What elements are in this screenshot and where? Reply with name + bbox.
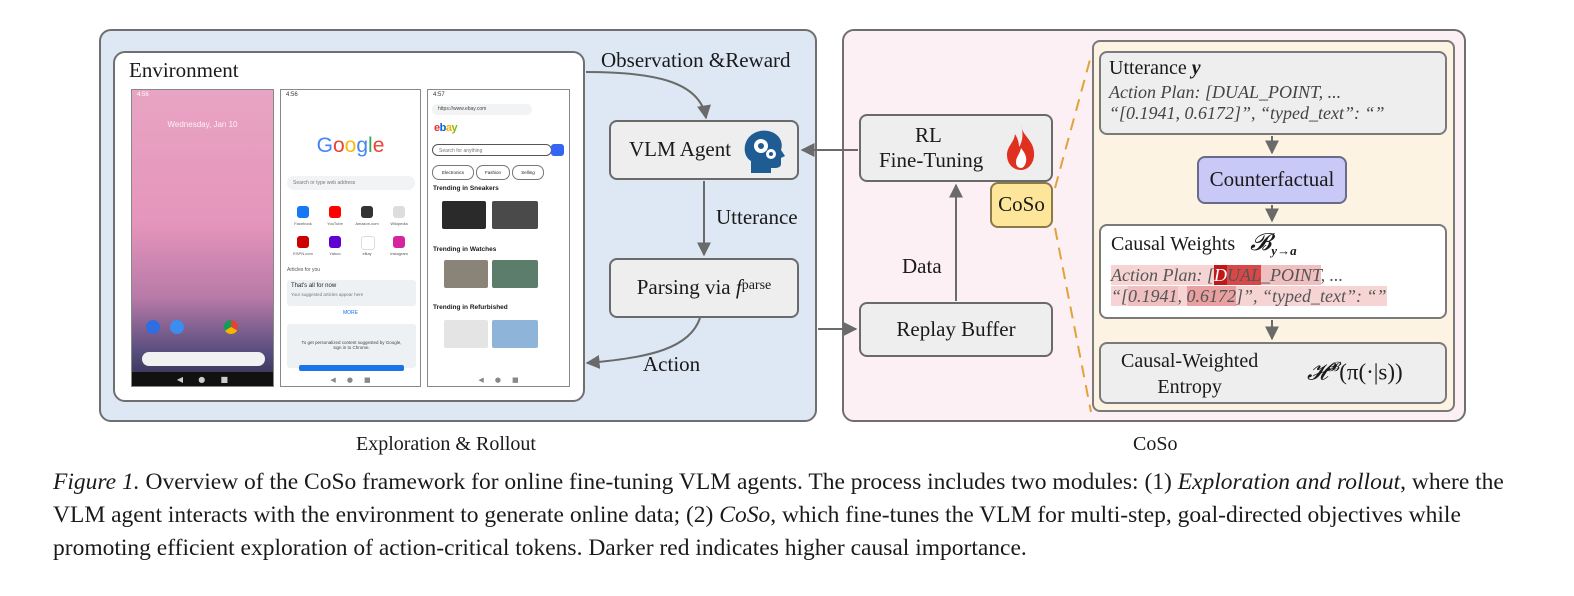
sneaker-image[interactable]	[492, 201, 538, 229]
phone-browser-screen: 4:56 Google Search or type web address F…	[280, 89, 421, 387]
wikipedia-icon[interactable]	[393, 206, 405, 218]
utterance-line-1: Action Plan: [DUAL_POINT, ...	[1109, 82, 1342, 102]
action-arrow	[585, 317, 701, 369]
chrome-signin-card: To get personalized content suggested by…	[287, 324, 416, 368]
entropy-formula: 𝓗𝓑(π(·|s))	[1307, 359, 1403, 385]
utterance-edge-label: Utterance	[716, 205, 798, 229]
causal-weights-line-2: “[0.1941, 0.6172]”, “typed_text”: “”	[1111, 286, 1387, 306]
causal-weights-line-1: Action Plan: [DUAL_POINT, ...	[1111, 265, 1344, 285]
vlm-agent-node: VLM Agent	[609, 120, 799, 180]
instagram-icon[interactable]	[393, 236, 405, 248]
articles-card: That's all for now Your suggested articl…	[287, 280, 416, 306]
entropy-label: Causal-Weighted Entropy	[1121, 350, 1259, 398]
observation-reward-label: Observation &Reward	[601, 48, 791, 72]
facebook-icon[interactable]	[297, 206, 309, 218]
figure-caption: Figure 1. Overview of the CoSo framework…	[53, 469, 1504, 561]
sneaker-image[interactable]	[442, 201, 486, 229]
home-date: Wednesday, Jan 10	[167, 120, 238, 129]
watch-image[interactable]	[492, 260, 538, 288]
chip-fashion[interactable]: Fashion	[476, 165, 510, 180]
rl-finetuning-node: RL Fine-Tuning	[859, 114, 1053, 182]
observation-arrow	[585, 71, 711, 120]
status-bar: 4:57	[433, 92, 445, 98]
espn-icon[interactable]	[297, 236, 309, 248]
nav-bar: ◀ ● ■	[132, 372, 273, 386]
causal-weights-box: Causal Weights 𝓑y→a Action Plan: [DUAL_P…	[1099, 224, 1447, 319]
refurbished-image[interactable]	[492, 320, 538, 348]
replay-buffer-node: Replay Buffer	[859, 302, 1053, 357]
more-button[interactable]: MORE	[343, 310, 358, 316]
google-logo: Google	[316, 134, 385, 157]
articles-header: Articles for you	[287, 267, 321, 273]
causal-weights-title: Causal Weights 𝓑y→a	[1111, 230, 1297, 258]
browser-search-input[interactable]: Search or type web address	[287, 176, 415, 190]
shortcut-label: ESPN.com	[293, 251, 313, 256]
refurbished-image[interactable]	[444, 320, 488, 348]
yahoo-icon[interactable]	[329, 236, 341, 248]
phone-home-screen: 4:56 Wednesday, Jan 10 ◀ ● ■	[131, 89, 274, 387]
chrome-app-icon[interactable]	[224, 320, 238, 334]
zoom-dash-top	[1054, 55, 1092, 189]
shortcut-label: eBay	[362, 251, 372, 256]
status-bar: 4:56	[286, 92, 298, 98]
section-watches: Trending in Watches	[433, 246, 497, 253]
zoom-dash-bottom	[1054, 227, 1092, 413]
coso-caption: CoSo	[1133, 433, 1178, 455]
utterance-title: Utterance y	[1109, 57, 1201, 79]
utterance-box: Utterance y Action Plan: [DUAL_POINT, ..…	[1099, 51, 1447, 135]
messages-app-icon[interactable]	[170, 320, 184, 334]
section-refurbished: Trending in Refurbished	[433, 304, 508, 311]
nav-bar: ◀ ● ■	[428, 373, 569, 386]
shortcut-label: Amazon.com	[355, 221, 379, 226]
search-icon[interactable]	[551, 144, 564, 156]
amazon-icon[interactable]	[361, 206, 373, 218]
utterance-line-2: “[0.1941, 0.6172]”, “typed_text”: “”	[1109, 103, 1385, 123]
google-search-bar[interactable]	[142, 352, 265, 366]
action-edge-label: Action	[643, 352, 701, 376]
causal-weighted-entropy-box: Causal-Weighted Entropy 𝓗𝓑(π(·|s))	[1099, 342, 1447, 404]
watch-image[interactable]	[444, 260, 488, 288]
shortcut-label: YouTube	[327, 221, 343, 226]
shortcut-label: Instagram	[390, 251, 408, 256]
brain-gear-icon	[744, 130, 785, 173]
data-edge-label: Data	[902, 254, 942, 278]
section-sneakers: Trending in Sneakers	[433, 185, 499, 192]
phone-app-icon[interactable]	[146, 320, 160, 334]
youtube-icon[interactable]	[329, 206, 341, 218]
shortcut-label: Wikipedia	[390, 221, 408, 226]
chip-selling[interactable]: Selling	[512, 165, 544, 180]
phone-ebay-screen: 4:57 https://www.ebay.com ebay Search fo…	[427, 89, 570, 387]
signin-button[interactable]	[299, 365, 404, 371]
chip-electronics[interactable]: Electronics	[432, 165, 474, 180]
shortcut-label: Yahoo	[329, 251, 341, 256]
coso-badge: CoSo	[990, 182, 1053, 228]
status-bar: 4:56	[137, 92, 149, 98]
ebay-logo: ebay	[434, 122, 458, 134]
exploration-rollout-caption: Exploration & Rollout	[356, 433, 536, 455]
counterfactual-node: Counterfactual	[1197, 156, 1347, 204]
environment-label: Environment	[129, 58, 239, 82]
flame-icon	[1007, 126, 1035, 170]
ebay-icon[interactable]	[361, 236, 375, 250]
shortcut-label: Facebook	[294, 221, 312, 226]
url-bar[interactable]: https://www.ebay.com	[432, 104, 532, 115]
nav-bar: ◀ ● ■	[281, 373, 420, 386]
